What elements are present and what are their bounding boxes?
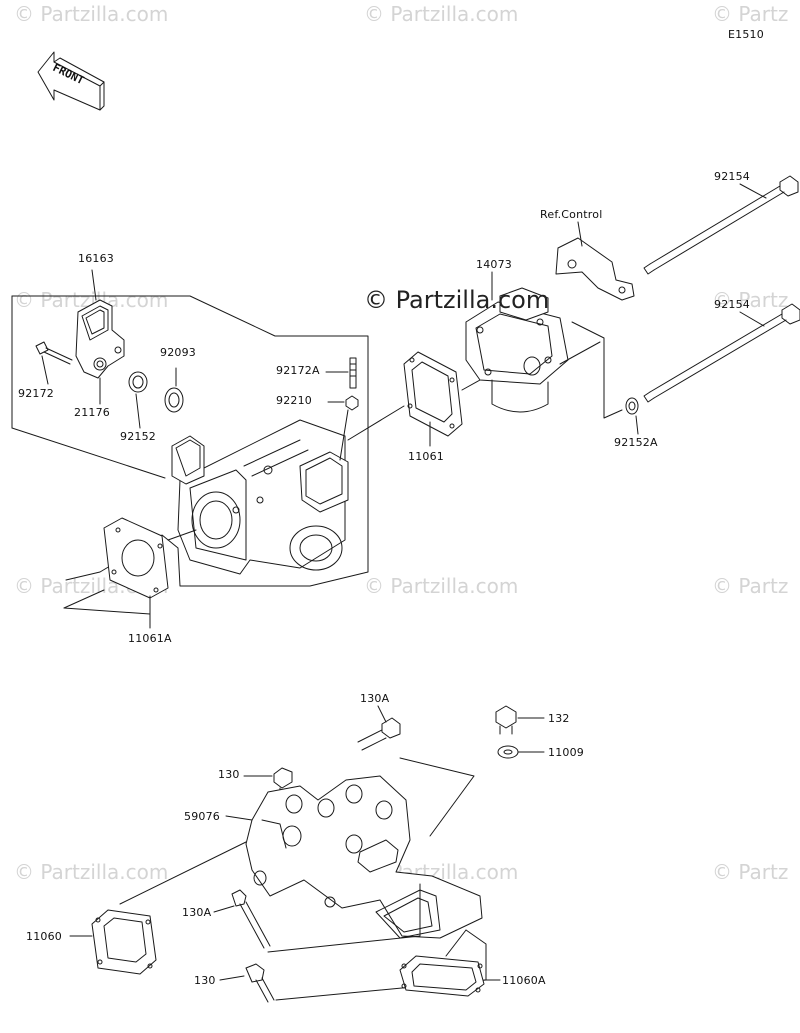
watermark: © Partz [712, 2, 789, 26]
throttle-body [171, 419, 349, 575]
part-label-92154-lower: 92154 [714, 298, 750, 311]
long-bolt-92154-lower [643, 303, 800, 403]
intake-manifold [245, 775, 483, 939]
part-label-92210: 92210 [276, 394, 312, 407]
watermark: © Partz [712, 288, 789, 312]
washer-92152A [625, 397, 639, 415]
part-label-92172A: 92172A [276, 364, 320, 377]
part-label-21176: 21176 [74, 406, 110, 419]
gasket-11060 [91, 909, 157, 975]
watermark: © Partz [712, 860, 789, 884]
part-label-130A-top: 130A [360, 692, 390, 705]
o-ring-92152 [128, 371, 148, 393]
watermark: © Partzilla.com [364, 574, 519, 598]
part-label-59076: 59076 [184, 810, 220, 823]
reference-label: Ref.Control [540, 208, 603, 221]
bolt-130-bottom [245, 963, 275, 1003]
part-label-11060A: 11060A [502, 974, 546, 987]
long-bolt-92154-upper [643, 175, 799, 275]
watermark: © Partz [712, 574, 789, 598]
part-label-130-top: 130 [218, 768, 240, 781]
watermark: © Partzilla.com [14, 2, 169, 26]
washer-92093 [164, 387, 184, 413]
screw-92172 [35, 341, 73, 365]
nut-92210 [345, 395, 359, 411]
part-label-92152A: 92152A [614, 436, 658, 449]
bolt-132 [495, 705, 517, 735]
bolt-130A-bottom [231, 889, 271, 949]
control-bracket [555, 237, 635, 301]
throttle-housing-14073 [465, 287, 569, 413]
part-label-11060: 11060 [26, 930, 62, 943]
part-label-92154-upper: 92154 [714, 170, 750, 183]
gasket-11060A [399, 955, 485, 997]
part-label-11009: 11009 [548, 746, 584, 759]
part-label-130A-bottom: 130A [182, 906, 212, 919]
watermark: © Partzilla.com [14, 860, 169, 884]
throttle-sensor [75, 299, 125, 379]
center-watermark: © Partzilla.com [364, 286, 550, 314]
diagram-code: E1510 [728, 28, 764, 41]
part-label-92172: 92172 [18, 387, 54, 400]
gasket-11061 [403, 351, 463, 437]
part-label-14073: 14073 [476, 258, 512, 271]
watermark: © Partzilla.com [364, 2, 519, 26]
part-label-92093: 92093 [160, 346, 196, 359]
stud-92172A [349, 357, 357, 389]
washer-11009 [497, 745, 519, 759]
part-label-16163: 16163 [78, 252, 114, 265]
part-label-130-bottom: 130 [194, 974, 216, 987]
part-label-132: 132 [548, 712, 570, 725]
front-arrow-icon [37, 51, 105, 111]
bolt-130A-top [357, 717, 401, 751]
part-label-11061: 11061 [408, 450, 444, 463]
gasket-11061A [103, 517, 169, 599]
part-label-11061A: 11061A [128, 632, 172, 645]
part-label-92152: 92152 [120, 430, 156, 443]
